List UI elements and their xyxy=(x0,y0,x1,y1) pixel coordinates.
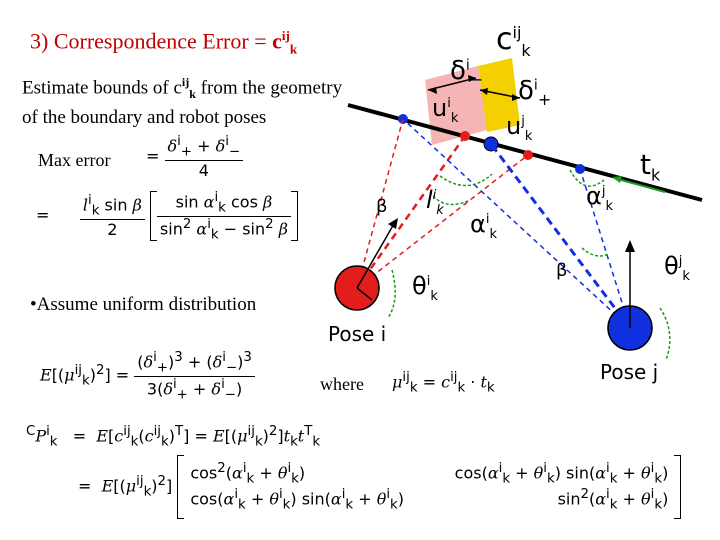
pose-j-label: Pose j xyxy=(600,360,659,384)
ray-i-2 xyxy=(355,135,467,289)
angle-arc-theta-j xyxy=(659,307,671,361)
ray-j-2 xyxy=(402,118,631,329)
c-label: cijk xyxy=(496,22,531,60)
angle-arc-beta-i xyxy=(429,191,471,206)
u-i-label: uik xyxy=(432,94,459,126)
t-arrow xyxy=(613,177,666,193)
beta-label-2: β xyxy=(556,260,568,281)
delta-plus-region xyxy=(478,58,520,132)
delta-minus-label: δi− xyxy=(450,56,484,90)
ray-j-1 xyxy=(489,143,632,329)
angle-arc-alpha-j xyxy=(569,169,605,187)
pose-i-label: Pose i xyxy=(328,322,387,346)
l-label: lik xyxy=(426,186,444,218)
max-error-label: Max error xyxy=(38,150,111,170)
angle-arc-beta-j xyxy=(581,247,609,257)
alpha-j-label: αjk xyxy=(586,182,613,214)
t-label: tk xyxy=(640,148,661,185)
bullet-uniform: •Assume uniform distribution xyxy=(30,294,257,315)
alpha-i-label: αik xyxy=(470,210,497,242)
where-label: where xyxy=(320,374,364,394)
delta-minus-region xyxy=(425,66,487,145)
covariance-formula-1: CPik = E[cijk(cijk)T] = E[(μijk)2]tktTk xyxy=(26,424,321,450)
slide-title: 3) Correspondence Error = cijk xyxy=(30,28,298,57)
slide-subtitle: Estimate bounds of cijk from the geometr… xyxy=(22,75,343,129)
ray-i-1 xyxy=(356,118,404,289)
covariance-formula-2: = E[(μijk)2] cos2(αik + θik) cos(αik + θ… xyxy=(78,455,682,519)
mu-definition: μijk = cijk · tk xyxy=(392,370,495,396)
delta-plus-label: δi+ xyxy=(518,76,552,110)
beta-label-1: β xyxy=(376,196,388,217)
theta-i-label: θik xyxy=(412,272,438,304)
angle-arc-alpha-i xyxy=(439,173,493,187)
ray-i-3 xyxy=(356,154,529,289)
ray-j-3 xyxy=(579,168,631,329)
max-error-formula: = δi+ + δi−4 xyxy=(146,134,244,180)
u-j-label: ujk xyxy=(506,112,533,144)
angle-arc-theta-i xyxy=(387,269,396,319)
theta-j-label: θjk xyxy=(664,252,690,284)
